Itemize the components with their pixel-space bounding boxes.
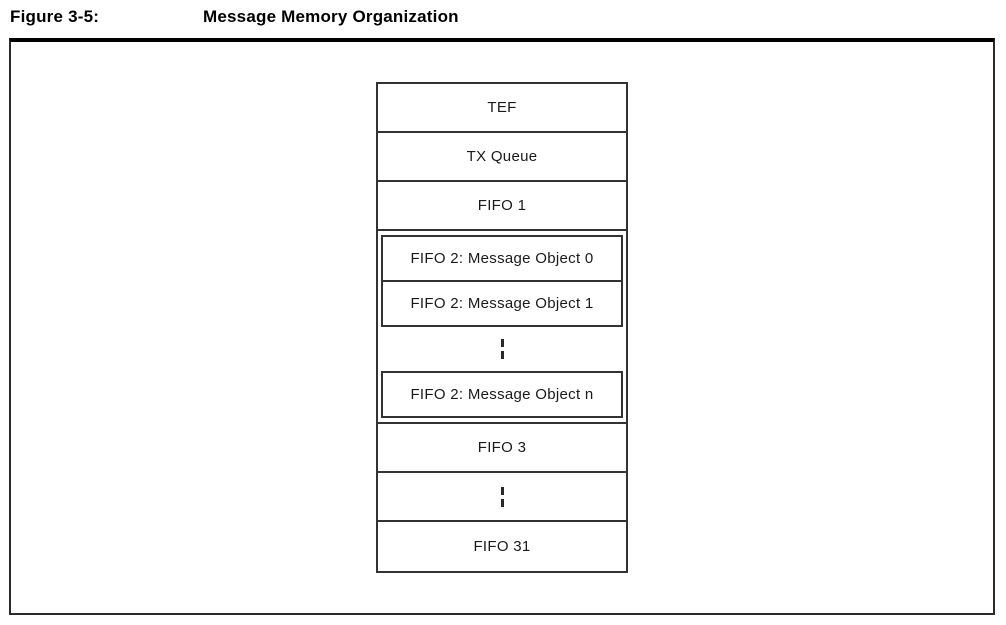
block-fifo2-message-object-0: FIFO 2: Message Object 0: [381, 235, 623, 282]
message-memory-column: TEF TX Queue FIFO 1 FIFO 2: Message Obje…: [376, 82, 628, 573]
block-tx-queue: TX Queue: [378, 133, 626, 182]
figure-title: Message Memory Organization: [203, 7, 459, 26]
vertical-ellipsis-dash: [500, 486, 504, 495]
block-fifo1: FIFO 1: [378, 182, 626, 231]
fifo2-group: FIFO 2: Message Object 0 FIFO 2: Message…: [378, 231, 626, 422]
vertical-ellipsis-dash: [500, 351, 504, 359]
vertical-ellipsis-dash: [500, 339, 504, 347]
fifo2-ellipsis: [381, 327, 623, 371]
fifo-range-ellipsis: [378, 473, 626, 522]
figure-frame: TEF TX Queue FIFO 1 FIFO 2: Message Obje…: [9, 38, 995, 615]
block-fifo3: FIFO 3: [378, 422, 626, 473]
block-fifo2-message-object-1: FIFO 2: Message Object 1: [381, 280, 623, 327]
figure-number-label: Figure 3-5:: [10, 7, 100, 26]
block-fifo2-message-object-n: FIFO 2: Message Object n: [381, 371, 623, 418]
block-fifo31: FIFO 31: [378, 522, 626, 571]
block-tef: TEF: [378, 84, 626, 133]
figure-caption: Figure 3-5: Message Memory Organization: [10, 7, 459, 27]
vertical-ellipsis-dash: [500, 498, 504, 507]
